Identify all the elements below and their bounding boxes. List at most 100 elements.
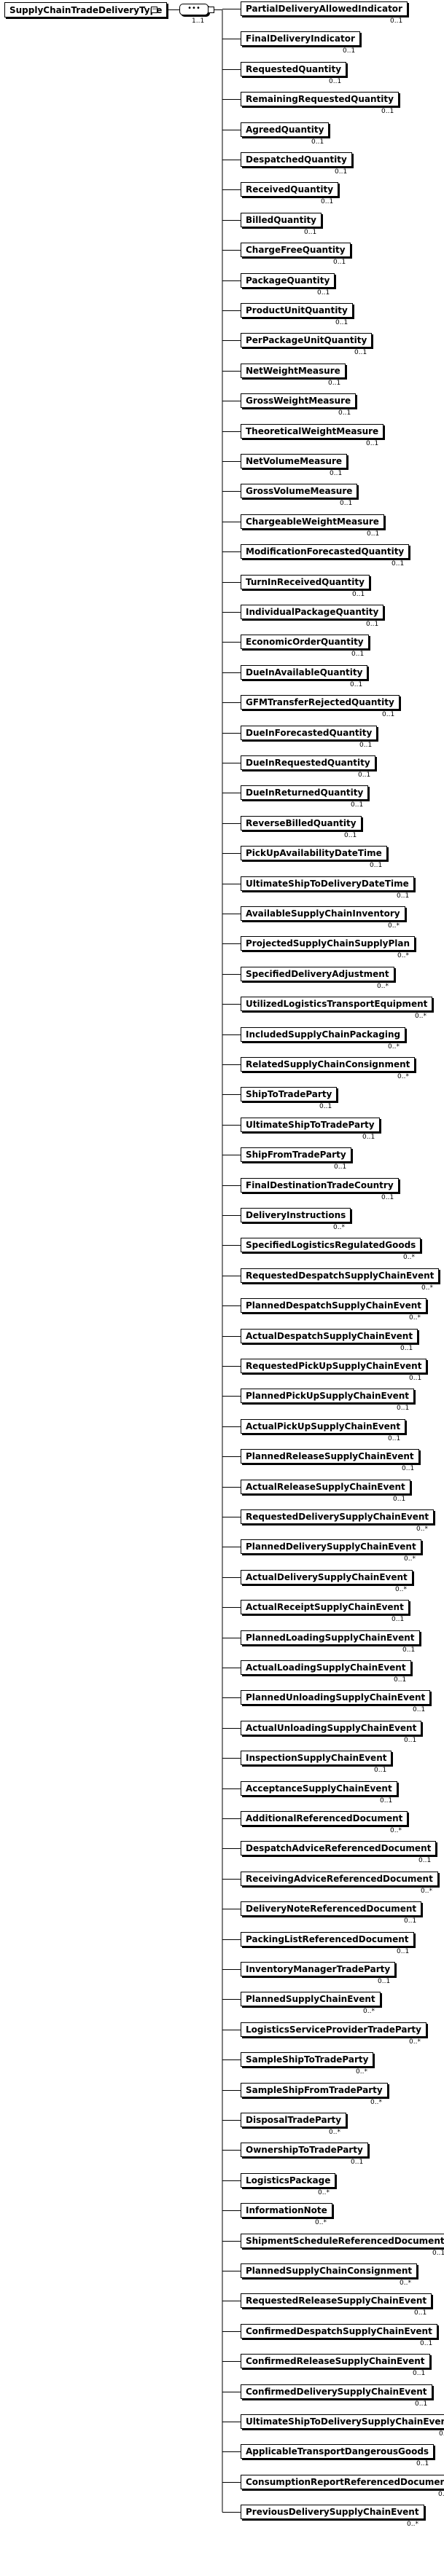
- element-cardinality: 0..1: [335, 168, 348, 176]
- element-node[interactable]: TurnInReceivedQuantity: [241, 575, 370, 589]
- element-node[interactable]: ReverseBilledQuantity: [241, 816, 362, 830]
- element-node[interactable]: AvailableSupplyChainInventory: [241, 906, 405, 921]
- element-node[interactable]: RequestedDespatchSupplyChainEvent: [241, 1268, 440, 1283]
- element-node[interactable]: ConfirmedDeliverySupplyChainEvent: [241, 2384, 432, 2399]
- element-node[interactable]: NetWeightMeasure: [241, 364, 346, 378]
- element-node[interactable]: ApplicableTransportDangerousGoods: [241, 2444, 435, 2459]
- element-node[interactable]: PlannedLoadingSupplyChainEvent: [241, 1630, 420, 1645]
- element-node[interactable]: RequestedReleaseSupplyChainEvent: [241, 2293, 432, 2308]
- element-node[interactable]: FinalDeliveryIndicator: [241, 31, 360, 46]
- element-label: RequestedReleaseSupplyChainEvent: [246, 2296, 427, 2306]
- element-cardinality: 0..*: [318, 2189, 330, 2196]
- element-node[interactable]: PlannedSupplyChainConsignment: [241, 2263, 418, 2278]
- element-node[interactable]: RequestedQuantity: [241, 62, 347, 76]
- element-node[interactable]: ActualUnloadingSupplyChainEvent: [241, 1721, 422, 1735]
- element-label: PlannedDespatchSupplyChainEvent: [246, 1300, 421, 1311]
- element-node[interactable]: DueInRequestedQuantity: [241, 755, 375, 770]
- element-node[interactable]: DespatchAdviceReferencedDocument: [241, 1841, 437, 1856]
- element-node[interactable]: PlannedSupplyChainEvent: [241, 1992, 381, 2006]
- element-node[interactable]: DueInAvailableQuantity: [241, 665, 368, 680]
- element-node[interactable]: ShipToTradeParty: [241, 1087, 338, 1102]
- element-node[interactable]: RemainingRequestedQuantity: [241, 92, 399, 106]
- element-cardinality: 0..1: [397, 1948, 410, 1955]
- element-node[interactable]: BilledQuantity: [241, 213, 322, 227]
- element-label: ReceivingAdviceReferencedDocument: [246, 1874, 433, 1884]
- element-node[interactable]: SpecifiedLogisticsRegulatedGoods: [241, 1238, 421, 1252]
- element-node[interactable]: ProjectedSupplyChainSupplyPlan: [241, 936, 416, 951]
- element-node[interactable]: ActualDespatchSupplyChainEvent: [241, 1329, 418, 1343]
- element-node[interactable]: LogisticsServiceProviderTradeParty: [241, 2022, 427, 2037]
- element-node[interactable]: EconomicOrderQuantity: [241, 635, 369, 649]
- element-node[interactable]: IncludedSupplyChainPackaging: [241, 1027, 406, 1042]
- element-label: ReverseBilledQuantity: [246, 818, 357, 828]
- element-node[interactable]: ConsumptionReportReferencedDocument: [241, 2475, 444, 2489]
- root-type-node[interactable]: SupplyChainTradeDeliveryType: [4, 2, 168, 17]
- element-node[interactable]: ReceivedQuantity: [241, 182, 339, 197]
- element-node[interactable]: PlannedDeliverySupplyChainEvent: [241, 1539, 421, 1554]
- element-node[interactable]: ProductUnitQuantity: [241, 303, 353, 318]
- element-node[interactable]: LogisticsPackage: [241, 2173, 336, 2188]
- element-node[interactable]: PackingListReferencedDocument: [241, 1932, 414, 1947]
- element-node[interactable]: IndividualPackageQuantity: [241, 605, 384, 619]
- element-node[interactable]: DueInForecastedQuantity: [241, 726, 378, 740]
- element-cardinality: 0..1: [394, 1676, 407, 1684]
- element-node[interactable]: SampleShipToTradeParty: [241, 2052, 374, 2067]
- element-cardinality: 0..1: [351, 651, 365, 658]
- element-node[interactable]: GrossWeightMeasure: [241, 393, 357, 408]
- element-node[interactable]: ActualReleaseSupplyChainEvent: [241, 1480, 410, 1494]
- element-node[interactable]: AcceptanceSupplyChainEvent: [241, 1781, 397, 1796]
- element-node[interactable]: DeliveryNoteReferencedDocument: [241, 1901, 422, 1916]
- element-node[interactable]: DisposalTradeParty: [241, 2113, 347, 2127]
- element-node[interactable]: UltimateShipToTradeParty: [241, 1118, 380, 1132]
- element-node[interactable]: DeliveryInstructions: [241, 1208, 351, 1222]
- element-node[interactable]: ModificationForecastedQuantity: [241, 544, 410, 559]
- element-node[interactable]: SampleShipFromTradeParty: [241, 2083, 388, 2097]
- element-node[interactable]: PackageQuantity: [241, 273, 335, 288]
- element-node[interactable]: InspectionSupplyChainEvent: [241, 1751, 392, 1765]
- element-node[interactable]: NetVolumeMeasure: [241, 454, 348, 468]
- element-node[interactable]: InventoryManagerTradeParty: [241, 1962, 396, 1976]
- element-node[interactable]: UtilizedLogisticsTransportEquipment: [241, 997, 433, 1011]
- element-node[interactable]: RequestedDeliverySupplyChainEvent: [241, 1509, 435, 1524]
- element-node[interactable]: GrossVolumeMeasure: [241, 484, 358, 498]
- element-node[interactable]: PlannedReleaseSupplyChainEvent: [241, 1449, 419, 1464]
- element-node[interactable]: PartialDeliveryAllowedIndicator: [241, 1, 408, 16]
- collapse-icon[interactable]: [208, 7, 214, 13]
- element-label: TurnInReceivedQuantity: [246, 577, 365, 587]
- element-node[interactable]: ReceivingAdviceReferencedDocument: [241, 1872, 438, 1886]
- element-node[interactable]: SpecifiedDeliveryAdjustment: [241, 967, 394, 981]
- element-label: PlannedPickUpSupplyChainEvent: [246, 1391, 409, 1401]
- element-node[interactable]: ConfirmedDespatchSupplyChainEvent: [241, 2324, 437, 2339]
- element-node[interactable]: ChargeFreeQuantity: [241, 243, 351, 257]
- element-label: ChargeableWeightMeasure: [246, 517, 379, 527]
- element-node[interactable]: ActualDeliverySupplyChainEvent: [241, 1570, 413, 1585]
- element-node[interactable]: AgreedQuantity: [241, 122, 330, 137]
- element-node[interactable]: DueInReturnedQuantity: [241, 785, 369, 800]
- element-node[interactable]: ActualLoadingSupplyChainEvent: [241, 1660, 411, 1675]
- element-node[interactable]: OwnershipToTradeParty: [241, 2143, 368, 2157]
- element-node[interactable]: ConfirmedReleaseSupplyChainEvent: [241, 2354, 430, 2368]
- element-node[interactable]: PlannedUnloadingSupplyChainEvent: [241, 1690, 431, 1705]
- element-node[interactable]: ActualPickUpSupplyChainEvent: [241, 1419, 406, 1434]
- element-node[interactable]: GFMTransferRejectedQuantity: [241, 695, 400, 710]
- element-node[interactable]: PerPackageUnitQuantity: [241, 333, 373, 347]
- element-node[interactable]: ShipmentScheduleReferencedDocument: [241, 2234, 444, 2248]
- element-node[interactable]: PlannedPickUpSupplyChainEvent: [241, 1389, 414, 1403]
- element-node[interactable]: AdditionalReferencedDocument: [241, 1811, 408, 1826]
- element-node[interactable]: ChargeableWeightMeasure: [241, 514, 384, 529]
- element-node[interactable]: PlannedDespatchSupplyChainEvent: [241, 1298, 427, 1313]
- element-node[interactable]: ShipFromTradeParty: [241, 1147, 351, 1162]
- sequence-compositor[interactable]: •••: [179, 4, 209, 15]
- element-node[interactable]: InformationNote: [241, 2203, 332, 2218]
- element-node[interactable]: FinalDestinationTradeCountry: [241, 1178, 399, 1193]
- element-node[interactable]: RequestedPickUpSupplyChainEvent: [241, 1359, 427, 1373]
- element-node[interactable]: PreviousDeliverySupplyChainEvent: [241, 2505, 424, 2519]
- element-node[interactable]: TheoreticalWeightMeasure: [241, 424, 384, 439]
- element-node[interactable]: DespatchedQuantity: [241, 152, 352, 167]
- collapse-icon[interactable]: −: [151, 6, 157, 13]
- element-node[interactable]: UltimateShipToDeliverySupplyChainEvent: [241, 2414, 444, 2429]
- element-node[interactable]: ActualReceiptSupplyChainEvent: [241, 1600, 409, 1614]
- element-node[interactable]: PickUpAvailabilityDateTime: [241, 846, 387, 860]
- element-node[interactable]: RelatedSupplyChainConsignment: [241, 1057, 416, 1072]
- element-node[interactable]: UltimateShipToDeliveryDateTime: [241, 876, 414, 891]
